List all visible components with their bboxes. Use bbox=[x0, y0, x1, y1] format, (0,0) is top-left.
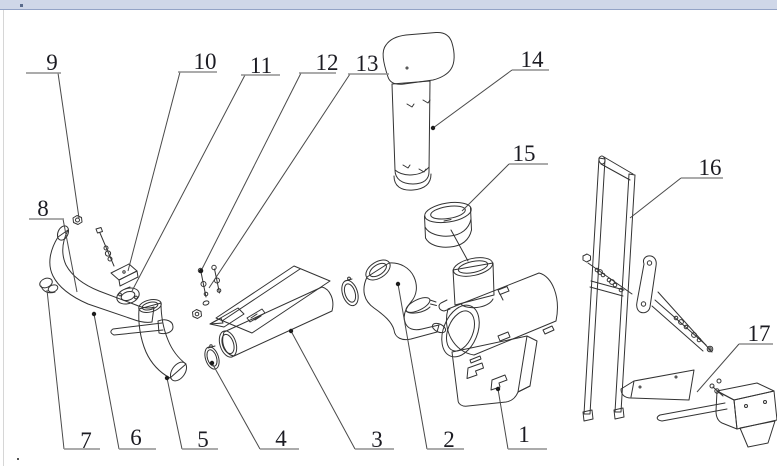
part-number-label-14: 14 bbox=[521, 47, 545, 72]
part-number-label-9: 9 bbox=[46, 50, 58, 75]
part-callout-6: 6 bbox=[91, 311, 156, 450]
part-number-label-12: 12 bbox=[316, 50, 339, 75]
part-callout-10: 10 bbox=[127, 49, 217, 272]
link-plate bbox=[636, 255, 657, 314]
inlet-stub bbox=[452, 257, 495, 306]
part-number-label-16: 16 bbox=[699, 155, 722, 180]
part-14-duct bbox=[382, 31, 455, 191]
part-callout-14: 14 bbox=[430, 47, 549, 131]
part-callout-12: 12 bbox=[198, 50, 339, 274]
leader-line-8 bbox=[62, 218, 78, 293]
part-number-label-7: 7 bbox=[80, 428, 92, 453]
alignment-line bbox=[450, 229, 469, 262]
fastener-nut-9 bbox=[72, 215, 83, 225]
part-11-flange bbox=[116, 286, 140, 305]
leader-line-15 bbox=[461, 163, 510, 212]
cylinder-body bbox=[446, 272, 558, 356]
part-callout-3: 3 bbox=[288, 328, 394, 452]
stray-mark bbox=[17, 458, 19, 460]
part-callout-7: 7 bbox=[46, 289, 100, 453]
part-5-elbow-tube bbox=[110, 299, 188, 382]
part-callout-4: 4 bbox=[209, 360, 299, 451]
leader-line-14 bbox=[432, 69, 513, 129]
part-3-tube bbox=[218, 286, 334, 358]
part-callout-1: 1 bbox=[495, 386, 547, 450]
leader-dot-12 bbox=[198, 268, 204, 274]
part-15-collar bbox=[424, 201, 472, 262]
part-callout-8: 8 bbox=[29, 196, 78, 293]
part-number-label-15: 15 bbox=[513, 141, 536, 166]
window-titlebar-sliver bbox=[0, 0, 777, 10]
part-number-label-6: 6 bbox=[130, 425, 142, 450]
titlebar-notch bbox=[20, 4, 23, 7]
leader-line-13 bbox=[208, 73, 351, 289]
leader-line-7 bbox=[46, 289, 65, 450]
mount-bracket bbox=[110, 263, 139, 287]
leader-dot-2 bbox=[395, 281, 401, 287]
part-16-frame bbox=[582, 155, 714, 422]
guide-plate bbox=[209, 265, 331, 334]
part-7-cap bbox=[39, 277, 59, 294]
leader-line-3 bbox=[290, 330, 356, 450]
leader-line-9 bbox=[57, 72, 80, 219]
part-number-label-13: 13 bbox=[356, 51, 379, 76]
part-17-bracket-assembly bbox=[620, 369, 777, 448]
leader-dot-14 bbox=[430, 125, 436, 131]
part-number-label-4: 4 bbox=[275, 426, 287, 451]
leader-dot-3 bbox=[288, 328, 294, 334]
part-number-label-2: 2 bbox=[443, 427, 455, 452]
part-callout-16: 16 bbox=[629, 155, 723, 219]
leader-line-16 bbox=[629, 177, 682, 219]
part-4-clamp-ring bbox=[204, 344, 220, 370]
leader-line-4 bbox=[211, 362, 261, 450]
hose-clamp-ring bbox=[341, 276, 359, 307]
part-callout-13: 13 bbox=[208, 51, 389, 289]
leader-dot-4 bbox=[209, 360, 215, 366]
fasteners-12-13 bbox=[192, 264, 222, 319]
leader-dot-5 bbox=[164, 375, 170, 381]
part-number-label-11: 11 bbox=[250, 53, 272, 78]
leader-line-11 bbox=[131, 74, 246, 292]
leader-dot-1 bbox=[495, 386, 501, 392]
part-2-elbow-hose bbox=[363, 259, 447, 341]
leader-line-17 bbox=[696, 343, 740, 393]
part-callout-2: 2 bbox=[395, 281, 464, 452]
part-number-label-8: 8 bbox=[37, 196, 49, 221]
fastener-bolt-10 bbox=[95, 227, 115, 267]
part-number-label-1: 1 bbox=[518, 422, 530, 447]
part-callout-11: 11 bbox=[131, 53, 280, 292]
part-callout-17: 17 bbox=[696, 321, 773, 393]
bracket-plate bbox=[620, 369, 695, 401]
leader-line-12 bbox=[200, 72, 302, 272]
leader-line-6 bbox=[93, 313, 120, 450]
window-left-border bbox=[3, 10, 4, 466]
part-callout-9: 9 bbox=[26, 50, 80, 219]
part-8-bent-tube bbox=[49, 225, 155, 323]
plate-dart bbox=[209, 307, 245, 328]
leader-line-5 bbox=[166, 377, 183, 450]
part-callout-15: 15 bbox=[461, 141, 548, 212]
part-number-label-17: 17 bbox=[748, 321, 771, 346]
leader-dot-6 bbox=[91, 311, 97, 317]
part-number-label-10: 10 bbox=[194, 49, 217, 74]
part-1-air-cleaner-assembly bbox=[438, 257, 558, 407]
part-number-label-5: 5 bbox=[197, 427, 209, 452]
part-callout-5: 5 bbox=[164, 375, 218, 452]
leader-line-2 bbox=[397, 283, 428, 450]
leader-line-1 bbox=[497, 388, 509, 450]
part-number-label-3: 3 bbox=[371, 427, 383, 452]
leader-line-10 bbox=[127, 71, 181, 272]
brace-rounded-tab bbox=[157, 319, 174, 335]
